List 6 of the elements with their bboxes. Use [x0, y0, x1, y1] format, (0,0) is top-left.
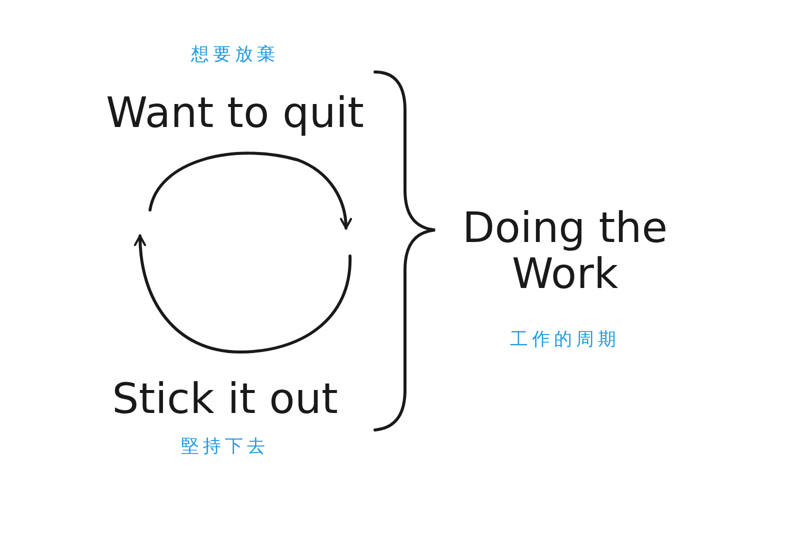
handwritten-label: Stick it out: [112, 376, 338, 422]
handwritten-label: Want to quit: [106, 90, 364, 136]
translation-label: 工作的周期: [510, 329, 620, 351]
translation-label: 堅持下去: [181, 436, 269, 458]
handwritten-label: Doing the Work: [461, 205, 669, 298]
translation-label: 想要放棄: [191, 44, 279, 66]
